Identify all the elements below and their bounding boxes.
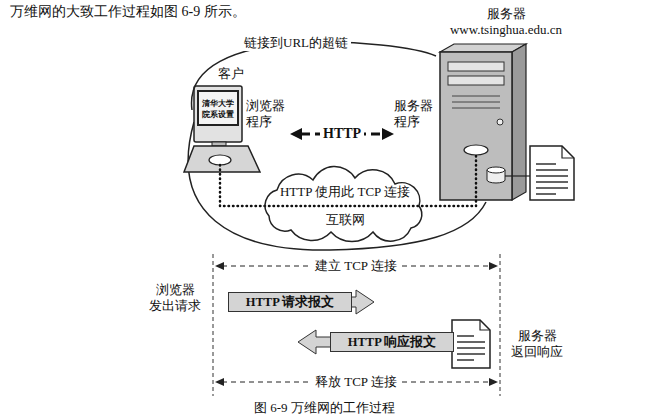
message-text: HTTP 请求报文: [229, 293, 351, 311]
disk-top: [487, 167, 505, 173]
document-lines: [536, 164, 568, 194]
document-icon: [530, 146, 574, 200]
response-message: HTTP 响应报文: [330, 332, 454, 352]
power-button: [497, 119, 503, 125]
cloud-outline: [255, 166, 435, 244]
node-text: 服务器 程序: [394, 98, 436, 130]
browser-screen: 清华大学 院系设置: [197, 90, 239, 126]
node-text: 浏览器 程序: [246, 98, 288, 130]
internet-cloud: HTTP 使用此 TCP 连接互联网: [255, 166, 435, 244]
node-text: 服务器: [436, 6, 576, 22]
client-computer: 客户清华大学 院系设置: [192, 66, 244, 146]
node-text: 客户: [192, 66, 244, 82]
server-vent: [452, 102, 500, 103]
browser-ellipse: [209, 155, 231, 165]
request-message: HTTP 请求报文: [228, 292, 352, 312]
step-label: 释放 TCP 连接: [311, 374, 401, 390]
connector-label: 链接到URL的超链: [241, 35, 351, 51]
side-note: 服务器 返回响应: [510, 328, 565, 360]
node-text: www.tsinghua.edu.cn: [436, 22, 576, 38]
screen-text: 清华大学 院系设置: [199, 98, 237, 120]
document-fold: [480, 320, 490, 330]
document-lines: [457, 336, 485, 360]
disk-link: [505, 175, 530, 176]
server-side: [512, 44, 526, 200]
browser-program: 浏览器 程序: [246, 98, 290, 138]
arrow-head: [215, 378, 224, 386]
server-program: 服务器 程序: [394, 98, 438, 138]
web-server: 服务器www.tsinghua.edu.cn: [436, 6, 576, 202]
node-text: HTTP 使用此 TCP 连接: [255, 184, 435, 200]
timeline: [213, 254, 214, 396]
node-text: 互联网: [255, 212, 435, 228]
server-vent: [452, 108, 500, 109]
side-note: 浏览器 发出请求: [148, 282, 203, 314]
drive-bay: [448, 62, 504, 71]
arrow-head: [215, 262, 224, 270]
response-arrow: [298, 330, 331, 354]
server-ellipse: [464, 145, 488, 155]
tcp-dotted-line: [220, 156, 476, 206]
document-icon: [452, 320, 490, 368]
arrow-head: [382, 128, 394, 140]
monitor: [194, 86, 242, 142]
arrow-head: [489, 262, 498, 270]
intro-text: 万维网的大致工作过程如图 6-9 所示。: [10, 4, 246, 20]
figure-caption: 图 6-9 万维网的工作过程: [254, 400, 395, 416]
cloud-shape: [265, 167, 422, 242]
keyboard-base: [184, 146, 260, 172]
arrow-head: [489, 378, 498, 386]
timeline: [500, 254, 501, 396]
document-fold: [562, 146, 574, 158]
drive-bay: [448, 76, 504, 85]
server-vent: [452, 96, 500, 97]
arrow-head: [290, 128, 302, 140]
connector-label: HTTP: [320, 126, 364, 142]
message-text: HTTP 响应报文: [331, 333, 453, 351]
step-label: 建立 TCP 连接: [311, 258, 401, 274]
